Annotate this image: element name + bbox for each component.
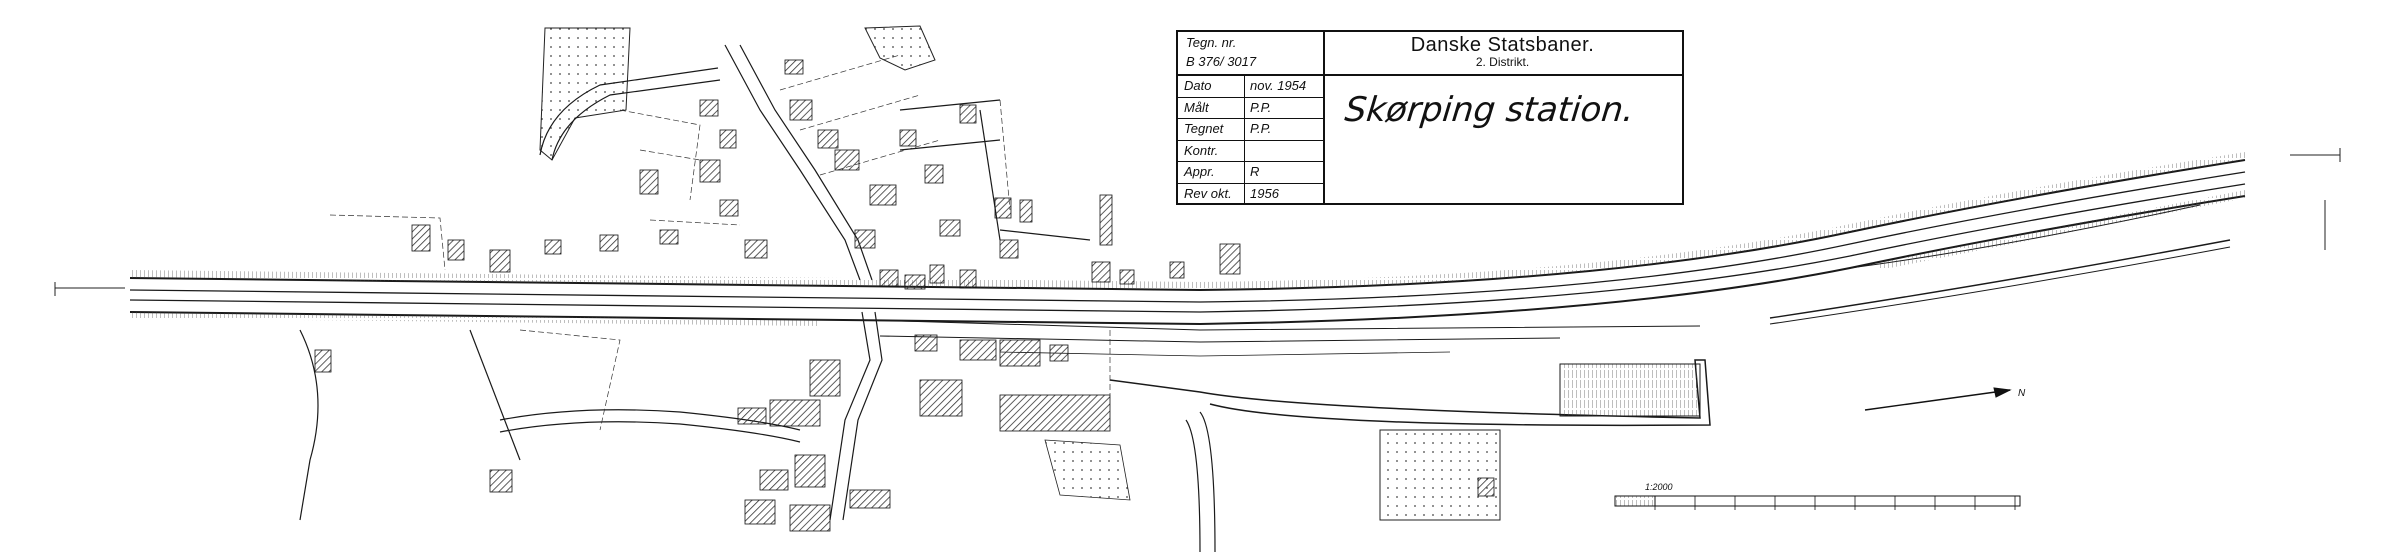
building <box>744 239 768 259</box>
organization-name: Danske Statsbaner. <box>1410 34 1595 56</box>
meta-key: Dato <box>1184 78 1212 93</box>
meta-value: R <box>1250 164 1260 179</box>
property-boundaries <box>329 54 1111 431</box>
organization-cell: Danske Statsbaner. 2. Distrikt. <box>1323 32 1682 76</box>
embankment-hatching <box>130 152 2245 326</box>
building <box>699 159 721 183</box>
building <box>1477 477 1495 497</box>
building <box>759 469 789 491</box>
meta-row: Dato nov. 1954 <box>1178 76 1323 98</box>
drawing-number-cell: Tegn. nr. B 376/ 3017 <box>1178 32 1323 76</box>
building <box>599 234 619 252</box>
building <box>959 269 977 289</box>
drawing-number: B 376/ 3017 <box>1186 54 1257 69</box>
building <box>904 274 926 290</box>
meta-key: Rev okt. <box>1184 185 1232 201</box>
meta-value: nov. 1954 <box>1250 78 1307 93</box>
meta-row: Målt P.P. <box>1178 97 1323 119</box>
dotted-areas <box>539 25 1501 521</box>
building <box>314 349 332 373</box>
building <box>899 129 917 147</box>
building <box>794 454 826 488</box>
district-name: 2. Distrikt. <box>1475 55 1530 69</box>
building <box>659 229 679 245</box>
building <box>719 199 739 217</box>
meta-key: Målt <box>1184 99 1209 115</box>
meta-value: P.P. <box>1250 99 1272 115</box>
building <box>719 129 737 149</box>
station-building <box>999 339 1041 367</box>
building <box>489 469 513 493</box>
building <box>879 269 899 287</box>
building <box>447 239 465 261</box>
building <box>789 504 831 532</box>
title-block-meta: Tegn. nr. B 376/ 3017 Dato nov. 1954 Målt… <box>1178 32 1325 204</box>
meta-key: Tegnet <box>1184 121 1224 136</box>
meta-row: Rev okt. 1956 <box>1178 183 1323 204</box>
building <box>869 184 897 206</box>
building <box>929 264 945 284</box>
north-arrow-icon <box>1864 387 2012 411</box>
building <box>1099 194 1113 246</box>
building <box>1119 269 1135 285</box>
building <box>849 489 891 509</box>
scale-bar <box>1614 495 2021 510</box>
building <box>809 359 841 397</box>
title-block-main: Danske Statsbaner. 2. Distrikt. Skørping… <box>1323 32 1682 203</box>
building <box>639 169 659 195</box>
building <box>699 99 719 117</box>
north-label: N <box>2018 388 2026 399</box>
building <box>914 334 938 352</box>
meta-value: 1956 <box>1250 185 1279 201</box>
building <box>939 219 961 237</box>
building <box>411 224 431 252</box>
building <box>1019 199 1033 223</box>
buildings <box>314 59 1495 532</box>
building <box>789 99 813 121</box>
building <box>489 249 511 273</box>
building <box>854 229 876 249</box>
building <box>919 379 963 417</box>
building <box>769 399 821 427</box>
meta-key: Kontr. <box>1184 142 1219 158</box>
chainage-marks <box>54 148 2341 296</box>
meta-row: Appr. R <box>1178 162 1323 184</box>
building <box>834 149 860 171</box>
building <box>1091 261 1111 283</box>
meta-key: Appr. <box>1184 164 1215 179</box>
station-title: Skørping station. <box>1342 90 1636 130</box>
building <box>924 164 944 184</box>
building <box>544 239 562 255</box>
freight-yard <box>1109 359 1711 427</box>
building <box>959 339 997 361</box>
meta-row: Kontr. <box>1178 140 1323 162</box>
meta-row: Tegnet P.P. <box>1178 119 1323 141</box>
building <box>994 197 1012 219</box>
building <box>737 407 767 425</box>
drawing-number-label: Tegn. nr. <box>1186 35 1237 50</box>
building <box>1219 243 1241 275</box>
building <box>1169 261 1185 279</box>
meta-value: P.P. <box>1250 121 1272 136</box>
building <box>817 129 839 149</box>
building <box>784 59 804 75</box>
building <box>959 104 977 124</box>
title-block: Tegn. nr. B 376/ 3017 Dato nov. 1954 Målt… <box>1176 30 1684 205</box>
building <box>999 239 1019 259</box>
building <box>1049 344 1069 362</box>
building <box>744 499 776 525</box>
building <box>999 394 1111 432</box>
scale-label: 1:2000 <box>1645 482 1673 492</box>
